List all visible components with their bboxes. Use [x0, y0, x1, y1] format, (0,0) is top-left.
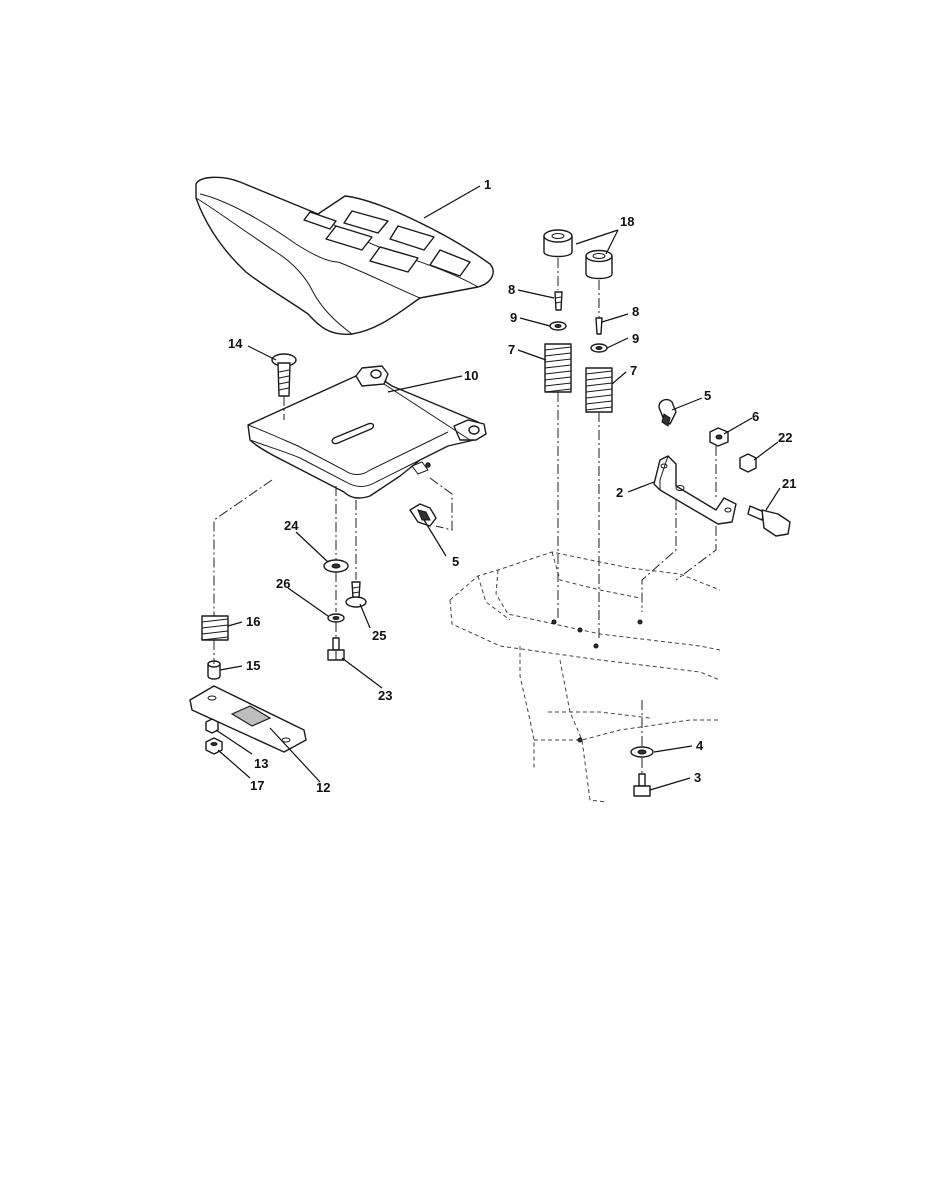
callout-26: 26 — [276, 576, 290, 591]
callout-14: 14 — [228, 336, 243, 351]
bumper-part — [543, 229, 613, 280]
shoulder-bolt-part — [747, 505, 791, 537]
carriage-bolt-part — [271, 353, 297, 397]
callout-22: 22 — [778, 430, 792, 445]
callout-15: 15 — [246, 658, 260, 673]
callout-24: 24 — [284, 518, 299, 533]
callout-5-right: 5 — [704, 388, 711, 403]
callout-10: 10 — [464, 368, 478, 383]
callout-9-left: 9 — [510, 310, 517, 325]
tractor-frame-phantom — [449, 551, 721, 803]
callout-23: 23 — [378, 688, 392, 703]
washer-part — [549, 321, 608, 353]
seat-part — [195, 176, 494, 335]
seat-pan-part — [247, 365, 487, 499]
callout-9-right: 9 — [632, 331, 639, 346]
callout-21: 21 — [782, 476, 796, 491]
hex-bolt-part — [327, 637, 345, 661]
callout-17: 17 — [250, 778, 264, 793]
callout-18: 18 — [620, 214, 634, 229]
callout-5-left: 5 — [452, 554, 459, 569]
assembly-center-lines — [213, 258, 717, 774]
clip-part — [658, 398, 677, 427]
callout-13: 13 — [254, 756, 268, 771]
callout-7-left: 7 — [508, 342, 515, 357]
callout-labels: 1 18 8 8 9 9 7 7 14 10 5 6 22 2 21 5 24 … — [228, 177, 796, 795]
bolt-part — [554, 291, 603, 335]
spacer-part — [207, 660, 221, 680]
callout-7-right: 7 — [630, 363, 637, 378]
coil-spring-part — [201, 615, 229, 641]
callout-leaders — [215, 185, 781, 791]
locknut-part — [739, 453, 757, 473]
spring-part — [544, 343, 613, 413]
callout-12: 12 — [316, 780, 330, 795]
callout-8-left: 8 — [508, 282, 515, 297]
callout-2: 2 — [616, 485, 623, 500]
bracket-part — [653, 455, 737, 525]
small-nut-part — [205, 718, 223, 755]
callout-25: 25 — [372, 628, 386, 643]
frame-fasteners-part — [630, 746, 654, 797]
callout-1: 1 — [484, 177, 491, 192]
callout-4: 4 — [696, 738, 704, 753]
callout-16: 16 — [246, 614, 260, 629]
lock-washer-part — [327, 613, 345, 623]
nut-part — [709, 427, 729, 447]
clip-part-lower — [409, 503, 437, 527]
flange-bolt-part — [345, 581, 367, 608]
callout-3: 3 — [694, 770, 701, 785]
callout-6: 6 — [752, 409, 759, 424]
callout-8-right: 8 — [632, 304, 639, 319]
